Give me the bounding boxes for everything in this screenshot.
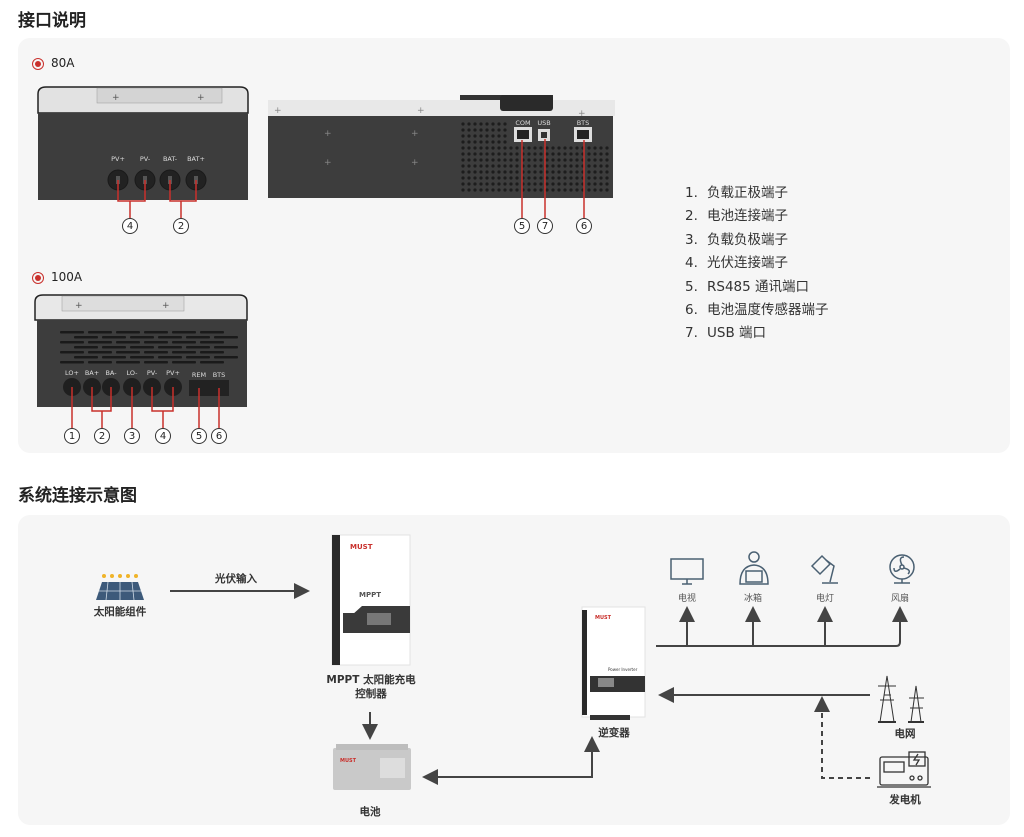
device-100a-side: ++	[34, 294, 248, 428]
callout: 7	[537, 218, 553, 234]
svg-text:+: +	[274, 106, 282, 116]
load-label-lamp: 电灯	[815, 594, 835, 604]
device-illustrations: ++ +++++++ ++	[34, 86, 615, 428]
terminal-item: 4.光伏连接端子	[685, 255, 788, 272]
port-label: BTS	[212, 371, 226, 379]
svg-text:+: +	[411, 129, 419, 139]
grid-label: 电网	[894, 728, 916, 740]
callout: 3	[124, 428, 140, 444]
terminal-item: 3.负载负极端子	[685, 231, 788, 248]
port-label: BA-	[105, 369, 117, 377]
callout: 5	[191, 428, 207, 444]
tv-icon	[670, 558, 704, 585]
svg-text:+: +	[162, 301, 170, 311]
computer-user-icon	[739, 551, 769, 585]
port-label: LO+	[65, 369, 79, 377]
callout: 2	[173, 218, 189, 234]
port-label: PV+	[166, 369, 180, 377]
callout: 6	[211, 428, 227, 444]
port-label: BTS	[576, 119, 590, 127]
device-80a-side: ++	[37, 86, 249, 218]
model-label-100a: 100A	[51, 270, 83, 284]
pv-input-label: 光伏输入	[215, 573, 257, 585]
port-label: PV+	[111, 155, 125, 163]
generator-label: 发电机	[889, 794, 921, 806]
svg-text:MUST: MUST	[340, 758, 357, 764]
port-label: PV-	[146, 369, 158, 377]
terminal-list: 1.负载正极端子 2.电池连接端子 3.负载负极端子 4.光伏连接端子 5.RS…	[685, 181, 829, 345]
svg-text:+: +	[324, 158, 332, 168]
terminal-item: 5.RS485 通讯端口	[685, 278, 810, 295]
inverter-image: MUST Power Inverter	[581, 606, 646, 720]
system-diagram-panel	[18, 515, 1010, 825]
callout: 4	[122, 218, 138, 234]
radio-100a[interactable]	[32, 272, 44, 284]
terminal-item: 7.USB 端口	[685, 325, 767, 342]
load-label-tv: 电视	[677, 594, 697, 604]
mppt-controller-image: MUST MPPT	[331, 534, 411, 666]
section-title-interfaces: 接口说明	[18, 11, 86, 31]
port-label: REM	[191, 371, 207, 379]
svg-text:+: +	[411, 158, 419, 168]
svg-text:+: +	[578, 109, 586, 119]
radio-80a[interactable]	[32, 58, 44, 70]
load-label-fan: 风扇	[890, 594, 910, 604]
fan-icon	[889, 554, 915, 584]
callout: 6	[576, 218, 592, 234]
battery-image: MUST	[333, 744, 411, 790]
mppt-label-1: MPPT 太阳能充电	[326, 674, 416, 686]
port-label: PV-	[139, 155, 151, 163]
terminal-item: 1.负载正极端子	[685, 185, 788, 201]
section-title-system: 系统连接示意图	[18, 486, 137, 506]
port-label: BAT-	[162, 155, 178, 163]
solar-label: 太阳能组件	[93, 606, 147, 618]
power-tower-icon	[878, 675, 924, 723]
brand-logo: MUST	[350, 543, 373, 551]
battery-label: 电池	[359, 806, 381, 818]
svg-text:+: +	[197, 93, 205, 103]
device-80a-rear: + + + + + + +	[268, 95, 615, 218]
callout: 2	[94, 428, 110, 444]
callout: 1	[64, 428, 80, 444]
solar-panel-icon	[96, 574, 144, 601]
generator-icon	[877, 751, 931, 788]
port-label: LO-	[126, 369, 138, 377]
load-label-fridge: 冰箱	[743, 594, 763, 604]
port-label: BA+	[84, 369, 100, 377]
terminal-item: 2.电池连接端子	[685, 208, 788, 225]
svg-text:Power Inverter: Power Inverter	[608, 667, 638, 672]
terminal-item: 6.电池温度传感器端子	[685, 301, 829, 318]
svg-text:MUST: MUST	[595, 615, 612, 621]
port-label: BAT+	[187, 155, 205, 163]
model-label-80a: 80A	[51, 56, 75, 70]
callout: 5	[514, 218, 530, 234]
port-label: COM	[515, 119, 531, 127]
svg-text:+: +	[75, 301, 83, 311]
svg-text:+: +	[324, 129, 332, 139]
svg-text:+: +	[112, 93, 120, 103]
lamp-icon	[810, 554, 838, 584]
port-label: USB	[537, 119, 551, 127]
mppt-label-2: 控制器	[355, 688, 387, 700]
inverter-label: 逆变器	[598, 727, 630, 739]
callout: 4	[155, 428, 171, 444]
svg-text:MPPT: MPPT	[359, 591, 381, 599]
svg-text:+: +	[417, 106, 425, 116]
